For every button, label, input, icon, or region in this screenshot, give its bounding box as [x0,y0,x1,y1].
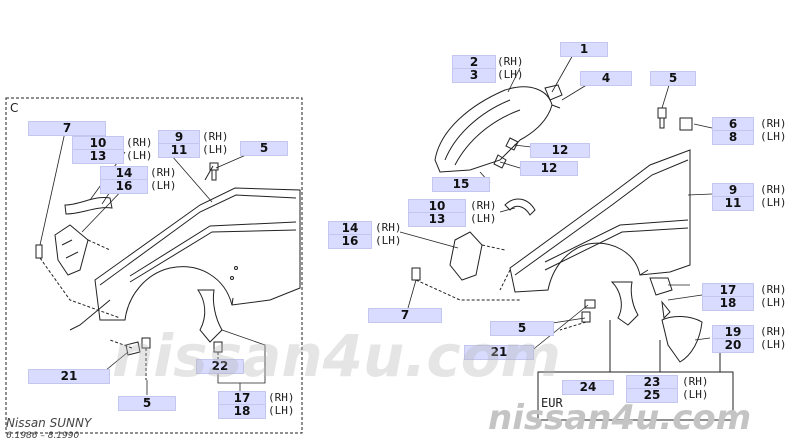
watermark-center: nissan4u.com [112,322,561,390]
side-rh-2: (RH) [497,55,524,68]
left-fender-drawing [35,162,301,380]
callout-12-b[interactable]: 12 [520,161,578,176]
callout-7-right[interactable]: 7 [368,308,442,323]
callout-22-left[interactable]: 22 [196,359,244,374]
callout-5-top[interactable]: 5 [650,71,696,86]
callout-5-left-bottom[interactable]: 5 [118,396,176,411]
side-lh-11-left: (LH) [202,143,229,156]
eur-label: EUR [541,396,563,410]
side-lh-8: (LH) [760,130,787,143]
callout-8[interactable]: 8 [712,130,754,145]
right-fender-drawing [411,107,734,421]
callout-20[interactable]: 20 [712,338,754,353]
callout-21-right[interactable]: 21 [464,345,534,360]
side-lh-20: (LH) [760,338,787,351]
side-rh-14-left: (RH) [150,166,177,179]
callout-5-right[interactable]: 5 [490,321,554,336]
callout-16-right[interactable]: 16 [328,234,372,249]
side-rh-19: (RH) [760,325,787,338]
side-lh-16-left: (LH) [150,179,177,192]
side-lh-18-left: (LH) [268,404,295,417]
side-rh-10-right: (RH) [470,199,497,212]
side-rh-6: (RH) [760,117,787,130]
side-lh-25: (LH) [682,388,709,401]
side-lh-13-left: (LH) [126,149,153,162]
callout-11-left[interactable]: 11 [158,143,200,158]
callout-4[interactable]: 4 [580,71,632,86]
side-lh-11-right: (LH) [760,196,787,209]
callout-10-right[interactable]: 10 [408,199,466,214]
callout-3[interactable]: 3 [452,68,496,83]
callout-7-left[interactable]: 7 [28,121,106,136]
detail-frame-c [5,97,303,434]
callout-16-left[interactable]: 16 [100,179,148,194]
side-rh-17-left: (RH) [268,391,295,404]
callout-5-left-top[interactable]: 5 [240,141,288,156]
callout-25[interactable]: 25 [626,388,678,403]
caption-years: 6.1986 – 8.1990 [6,431,80,441]
side-rh-10-left: (RH) [126,136,153,149]
caption-title: Nissan SUNNY [6,416,92,430]
side-lh-18-right: (LH) [760,296,787,309]
callout-1[interactable]: 1 [560,42,608,57]
frame-label: C [10,101,19,115]
callout-21-left[interactable]: 21 [28,369,110,384]
watermark-corner: nissan4u.com [488,398,752,438]
side-rh-17-right: (RH) [760,283,787,296]
side-lh-13-right: (LH) [470,212,497,225]
callout-19[interactable]: 19 [712,325,754,340]
side-rh-23: (RH) [682,375,709,388]
side-rh-14-right: (RH) [375,221,402,234]
inner-fender-liner-drawing [434,84,563,173]
side-lh-16-right: (LH) [375,234,402,247]
callout-13-right[interactable]: 13 [408,212,466,227]
callout-12-a[interactable]: 12 [530,143,590,158]
callout-14-right[interactable]: 14 [328,221,372,236]
callout-18-left[interactable]: 18 [218,404,266,419]
callout-11-right[interactable]: 11 [712,196,754,211]
callout-18-right[interactable]: 18 [702,296,754,311]
callout-24[interactable]: 24 [562,380,614,395]
side-rh-9-left: (RH) [202,130,229,143]
side-rh-9-right: (RH) [760,183,787,196]
callout-23[interactable]: 23 [626,375,678,390]
callout-13-left[interactable]: 13 [72,149,124,164]
side-lh-3: (LH) [497,68,524,81]
callout-15[interactable]: 15 [432,177,490,192]
